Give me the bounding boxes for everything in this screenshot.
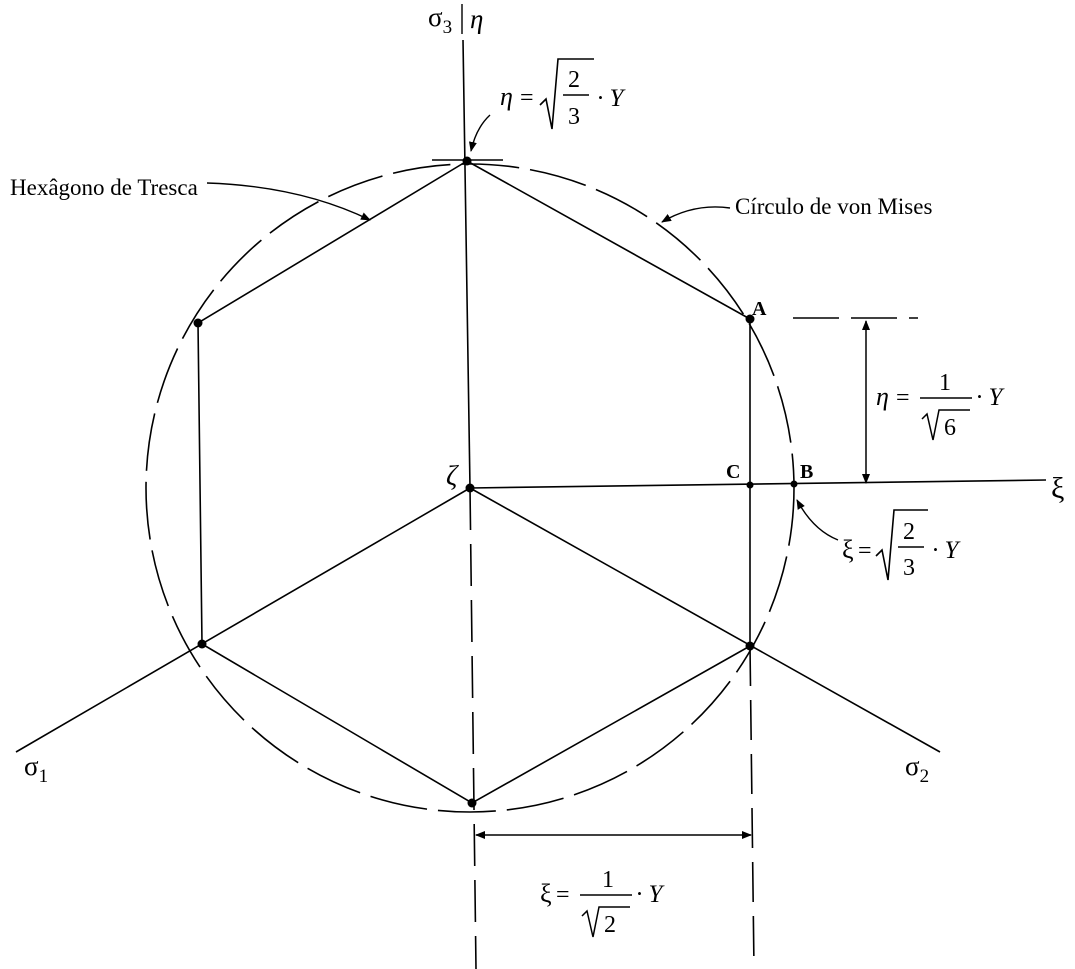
point-b-label: B xyxy=(800,461,813,483)
formula-eta-top: η = 2 3 · Y xyxy=(500,58,627,130)
formula-xi-right-den: 3 xyxy=(903,555,915,581)
zeta-label: ζ xyxy=(446,461,459,492)
formula-eta-side-num: 1 xyxy=(939,370,951,396)
vertex-bottom xyxy=(467,798,477,808)
formula-eta-top-den: 3 xyxy=(568,104,580,130)
origin-point xyxy=(465,483,475,493)
sigma3-eta-axis xyxy=(462,39,471,489)
point-c-dot xyxy=(746,481,754,489)
vertex-lower-right xyxy=(745,641,755,651)
formula-xi-right-radical xyxy=(875,509,928,581)
formula-eta-top-num: 2 xyxy=(568,67,580,93)
vertex-upper-left xyxy=(193,318,203,328)
formula-xi-bottom-den: 2 xyxy=(604,912,616,938)
formula-eta-side: η = 1 6 · Y xyxy=(876,370,1006,441)
vertex-top xyxy=(462,156,472,166)
formula-eta-top-radical xyxy=(539,58,594,130)
formula-eta-side-tail: · Y xyxy=(976,384,1006,411)
formula-xi-bottom-lhs: ξ xyxy=(540,879,552,908)
formula-xi-right: ξ = 2 3 · Y xyxy=(842,509,962,581)
vertex-a xyxy=(745,314,755,324)
formula-eta-top-lhs: η xyxy=(500,82,513,111)
formula-xi-right-lhs: ξ xyxy=(842,535,854,564)
sigma1-label: σ1 xyxy=(24,751,48,787)
formula-eta-side-eq: = xyxy=(896,385,910,411)
formula-xi-right-eq: = xyxy=(858,538,872,564)
formula-xi-bottom-num: 1 xyxy=(602,867,614,893)
sigma2-label: σ2 xyxy=(905,751,929,787)
xi-axis xyxy=(469,479,1047,489)
formula-xi-bottom-eq: = xyxy=(556,882,570,908)
mises-leader-arrow xyxy=(661,206,731,223)
xi-axis-label: ξ xyxy=(1051,472,1064,505)
point-c-label: C xyxy=(726,461,740,483)
formula-eta-side-den: 6 xyxy=(944,415,956,441)
mises-label: Círculo de von Mises xyxy=(735,194,932,219)
vertex-points xyxy=(193,156,798,808)
formula-eta-side-radical xyxy=(921,409,970,441)
eta-axis-label: η xyxy=(470,4,483,34)
formula-xi-bottom-tail: · Y xyxy=(636,881,666,908)
tresca-label: Hexâgono de Tresca xyxy=(10,175,198,200)
vertical-dashed-line xyxy=(749,645,755,969)
sigma3-label: σ3 xyxy=(428,2,452,38)
vertex-lower-left xyxy=(197,639,207,649)
formula-eta-top-tail: · Y xyxy=(597,85,627,112)
eta-top-leader-arrow xyxy=(469,114,491,152)
point-b-dot xyxy=(790,480,798,488)
formula-eta-side-lhs: η xyxy=(876,382,889,411)
formula-xi-right-tail: · Y xyxy=(932,537,962,564)
formula-eta-top-eq: = xyxy=(520,85,534,111)
tresca-hexagon xyxy=(197,160,751,804)
formula-xi-bottom-radical xyxy=(581,906,630,938)
eta-axis-extension xyxy=(469,487,477,969)
xi-right-leader-arrow xyxy=(796,499,839,541)
point-a-label: A xyxy=(752,298,767,320)
sigma1-axis xyxy=(15,487,471,753)
formula-xi-bottom: ξ = 1 2 · Y xyxy=(540,867,666,938)
tresca-leader-arrow xyxy=(206,182,371,221)
sigma2-axis xyxy=(469,487,941,753)
formula-xi-right-num: 2 xyxy=(903,519,915,545)
